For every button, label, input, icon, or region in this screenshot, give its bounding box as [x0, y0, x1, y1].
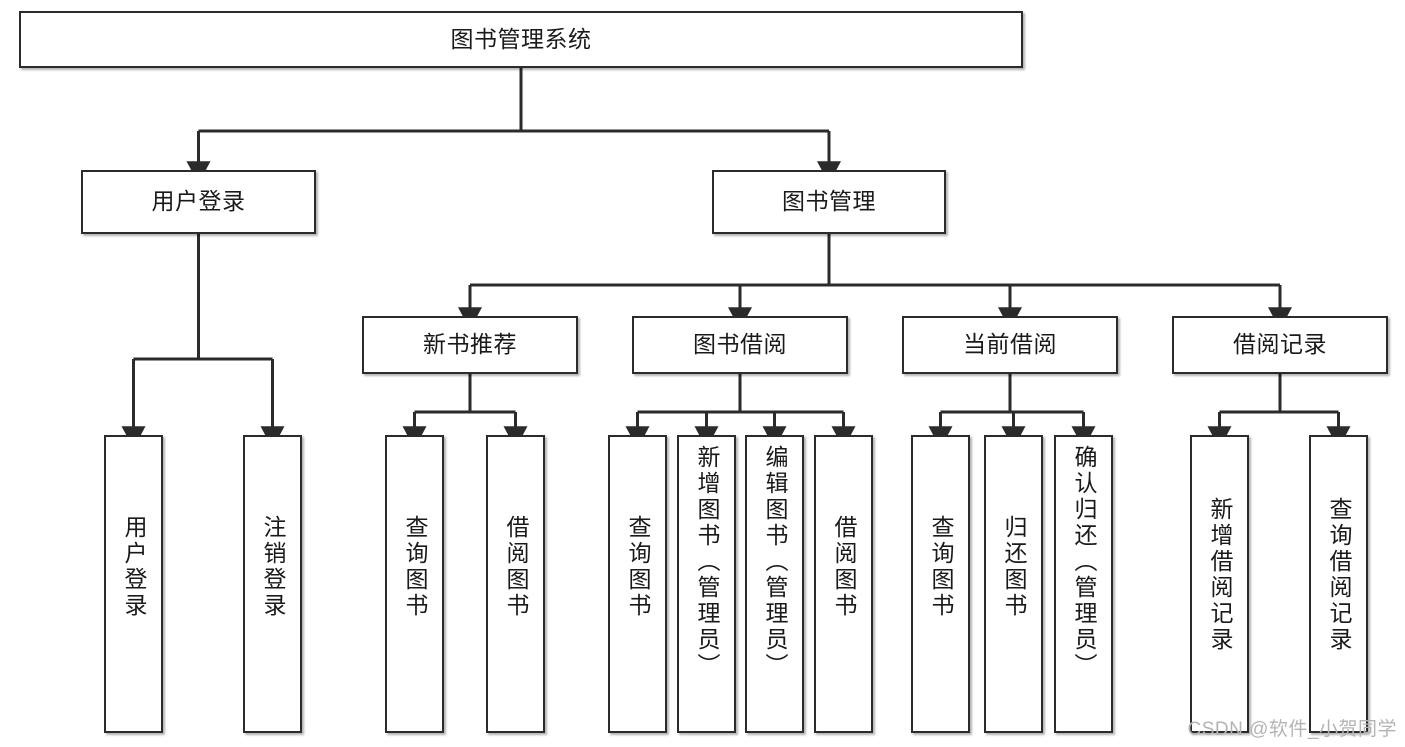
node-label: 新增借阅记录 — [1207, 497, 1233, 653]
csdn-watermark: CSDN @软件_小贺同学 — [1187, 719, 1397, 740]
node-label: 借阅图书 — [831, 515, 857, 619]
node-label: 编辑图书（管理员） — [762, 445, 788, 679]
node-leaf-leaf-query-record[interactable]: 查询借阅记录 — [1309, 435, 1368, 733]
node-leaf-leaf-edit-book[interactable]: 编辑图书（管理员） — [745, 435, 804, 733]
node-label: 借阅图书 — [503, 515, 529, 619]
node-label: 确认归还（管理员） — [1071, 445, 1097, 679]
node-level3-current-borrow[interactable]: 当前借阅 — [902, 316, 1118, 374]
node-leaf-leaf-user-login[interactable]: 用户登录 — [104, 435, 163, 733]
node-leaf-leaf-confirm-return[interactable]: 确认归还（管理员） — [1054, 435, 1113, 733]
node-leaf-leaf-query-book[interactable]: 查询图书 — [608, 435, 667, 733]
node-label: 查询借阅记录 — [1326, 497, 1352, 653]
node-leaf-leaf-query-book-rec[interactable]: 查询图书 — [385, 435, 444, 733]
node-level3-book-borrow[interactable]: 图书借阅 — [632, 316, 848, 374]
node-leaf-leaf-borrow-book[interactable]: 借阅图书 — [814, 435, 873, 733]
node-label: 新书推荐 — [423, 331, 517, 358]
node-label: 用户登录 — [121, 515, 147, 619]
node-label: 查询图书 — [928, 515, 954, 619]
node-label: 图书借阅 — [693, 331, 787, 358]
node-label: 图书管理 — [782, 188, 876, 215]
node-label: 归还图书 — [1001, 515, 1027, 619]
node-label: 查询图书 — [625, 515, 651, 619]
node-leaf-leaf-borrow-book-rec[interactable]: 借阅图书 — [486, 435, 545, 733]
node-root-root[interactable]: 图书管理系统 — [19, 11, 1023, 68]
node-level2-book-manage[interactable]: 图书管理 — [712, 170, 946, 234]
node-leaf-leaf-query-book-cur[interactable]: 查询图书 — [911, 435, 970, 733]
node-level3-new-book-rec[interactable]: 新书推荐 — [362, 316, 578, 374]
node-level3-borrow-record[interactable]: 借阅记录 — [1172, 316, 1388, 374]
node-label: 新增图书（管理员） — [694, 445, 720, 679]
node-leaf-leaf-add-record[interactable]: 新增借阅记录 — [1190, 435, 1249, 733]
node-label: 当前借阅 — [963, 331, 1057, 358]
node-leaf-leaf-add-book[interactable]: 新增图书（管理员） — [677, 435, 736, 733]
node-label: 查询图书 — [402, 515, 428, 619]
node-label: 注销登录 — [260, 515, 286, 619]
node-label: 图书管理系统 — [450, 25, 592, 52]
node-leaf-leaf-return-book[interactable]: 归还图书 — [984, 435, 1043, 733]
node-label: 用户登录 — [151, 188, 246, 215]
node-label: 借阅记录 — [1233, 331, 1327, 358]
node-level2-user-login[interactable]: 用户登录 — [81, 170, 316, 234]
node-leaf-leaf-logout[interactable]: 注销登录 — [243, 435, 302, 733]
